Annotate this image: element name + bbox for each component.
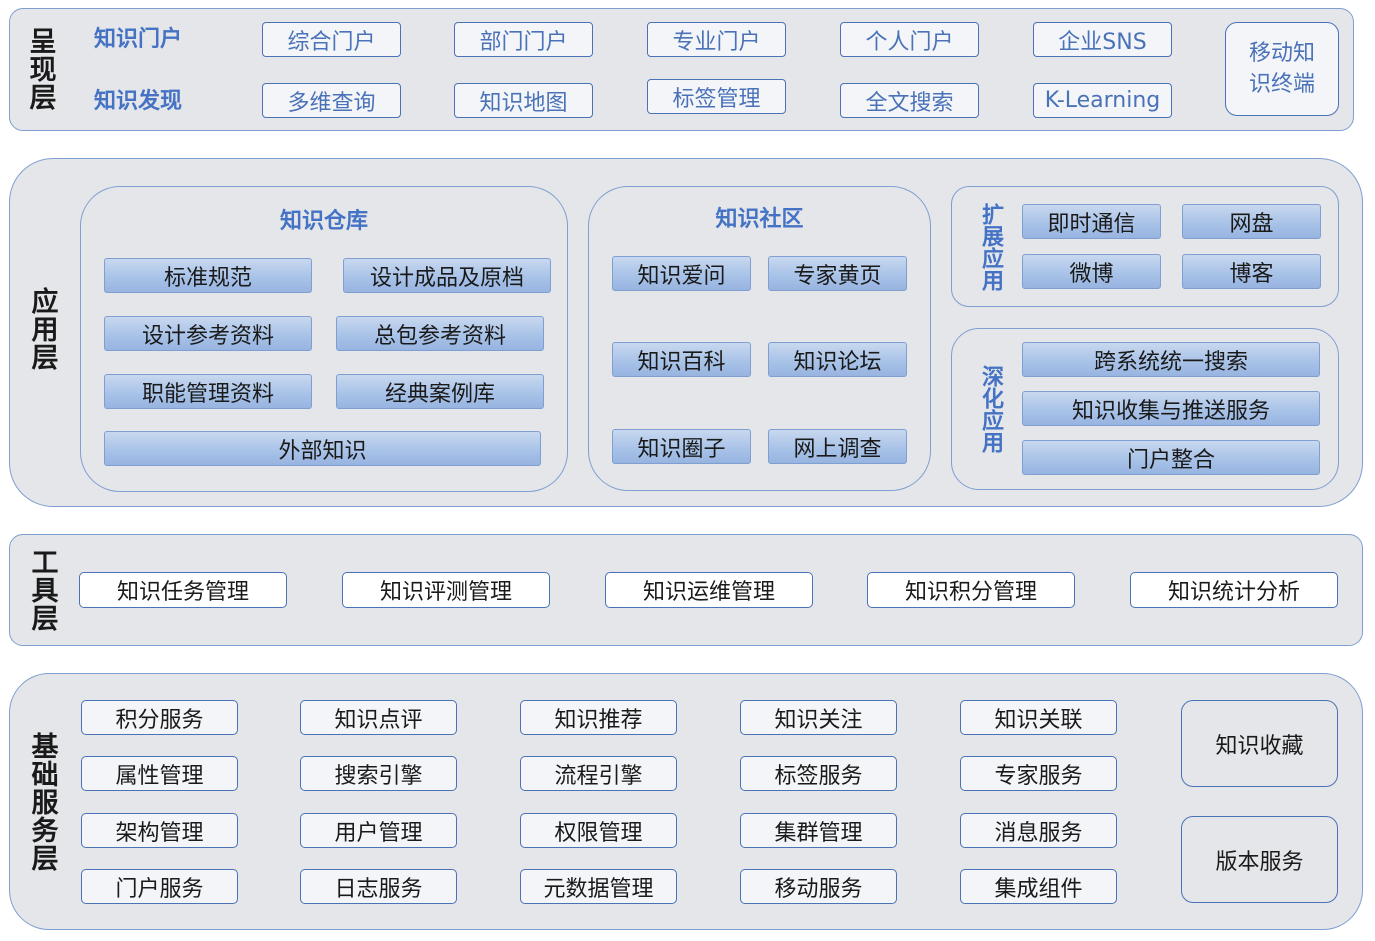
deepening-collection-push-service[interactable]: 知识收集与推送服务	[1022, 391, 1320, 426]
discovery-multidim-query[interactable]: 多维查询	[262, 83, 401, 118]
service-mobile[interactable]: 移动服务	[740, 869, 897, 904]
foundation-layer-title: 基础服务层	[26, 732, 58, 872]
extension-apps-group: 扩展应用 即时通信 网盘 微博 博客	[951, 186, 1339, 307]
warehouse-functional-management[interactable]: 职能管理资料	[104, 374, 312, 409]
deepening-apps-title: 深化应用	[978, 365, 1003, 453]
tools-layer-title: 工具层	[26, 548, 58, 632]
service-version[interactable]: 版本服务	[1181, 816, 1338, 903]
extension-instant-messaging[interactable]: 即时通信	[1022, 204, 1161, 239]
portal-personal[interactable]: 个人门户	[840, 22, 979, 57]
service-cluster-management[interactable]: 集群管理	[740, 813, 897, 848]
service-permission-management[interactable]: 权限管理	[520, 813, 677, 848]
community-online-survey[interactable]: 网上调查	[768, 429, 907, 464]
service-integration-components[interactable]: 集成组件	[960, 869, 1117, 904]
service-workflow-engine[interactable]: 流程引擎	[520, 756, 677, 791]
mobile-knowledge-terminal[interactable]: 移动知识终端	[1225, 22, 1339, 116]
extension-blog[interactable]: 博客	[1182, 254, 1321, 289]
portal-department[interactable]: 部门门户	[454, 22, 593, 57]
service-message[interactable]: 消息服务	[960, 813, 1117, 848]
service-points[interactable]: 积分服务	[81, 700, 238, 735]
knowledge-community-group: 知识社区 知识爱问 专家黄页 知识百科 知识论坛 知识圈子 网上调查	[588, 186, 931, 491]
presentation-layer-title: 呈现层	[24, 27, 56, 111]
service-tag[interactable]: 标签服务	[740, 756, 897, 791]
tool-evaluation-management[interactable]: 知识评测管理	[342, 572, 550, 608]
warehouse-design-deliverables[interactable]: 设计成品及原档	[343, 258, 551, 293]
deepening-portal-integration[interactable]: 门户整合	[1022, 440, 1320, 475]
discovery-k-learning[interactable]: K-Learning	[1033, 83, 1172, 118]
service-knowledge-review[interactable]: 知识点评	[300, 700, 457, 735]
knowledge-portal-label: 知识门户	[94, 27, 183, 52]
service-org-structure[interactable]: 架构管理	[81, 813, 238, 848]
tool-operations-management[interactable]: 知识运维管理	[605, 572, 813, 608]
community-knowledge-ask[interactable]: 知识爱问	[612, 256, 751, 291]
service-portal[interactable]: 门户服务	[81, 869, 238, 904]
extension-weibo[interactable]: 微博	[1022, 254, 1161, 289]
discovery-knowledge-map[interactable]: 知识地图	[454, 83, 593, 118]
service-knowledge-favorites[interactable]: 知识收藏	[1181, 700, 1338, 787]
service-user-management[interactable]: 用户管理	[300, 813, 457, 848]
service-knowledge-association[interactable]: 知识关联	[960, 700, 1117, 735]
service-log[interactable]: 日志服务	[300, 869, 457, 904]
application-layer-title: 应用层	[26, 287, 58, 371]
community-expert-yellow-pages[interactable]: 专家黄页	[768, 256, 907, 291]
tool-statistical-analysis[interactable]: 知识统计分析	[1130, 572, 1338, 608]
portal-enterprise-sns[interactable]: 企业SNS	[1033, 22, 1172, 57]
knowledge-warehouse-group: 知识仓库 标准规范 设计成品及原档 设计参考资料 总包参考资料 职能管理资料 经…	[80, 186, 568, 492]
tools-layer: 工具层 知识任务管理 知识评测管理 知识运维管理 知识积分管理 知识统计分析	[9, 534, 1363, 646]
warehouse-design-reference[interactable]: 设计参考资料	[104, 316, 312, 351]
warehouse-external-knowledge[interactable]: 外部知识	[104, 431, 541, 466]
extension-netdisk[interactable]: 网盘	[1182, 204, 1321, 239]
service-knowledge-recommend[interactable]: 知识推荐	[520, 700, 677, 735]
knowledge-warehouse-title: 知识仓库	[279, 209, 368, 234]
knowledge-community-title: 知识社区	[715, 207, 804, 232]
presentation-layer: 呈现层 知识门户 知识发现 综合门户 部门门户 专业门户 个人门户 企业SNS …	[9, 8, 1354, 131]
warehouse-standards[interactable]: 标准规范	[104, 258, 312, 293]
service-metadata-management[interactable]: 元数据管理	[520, 869, 677, 904]
warehouse-epc-reference[interactable]: 总包参考资料	[336, 316, 544, 351]
foundation-layer: 基础服务层 知识收藏 版本服务 积分服务 知识点评 知识推荐 知识关注 知识关联属性管理…	[9, 673, 1363, 930]
application-layer: 应用层 知识仓库 标准规范 设计成品及原档 设计参考资料 总包参考资料 职能管理…	[9, 158, 1363, 507]
service-knowledge-follow[interactable]: 知识关注	[740, 700, 897, 735]
community-knowledge-forum[interactable]: 知识论坛	[768, 342, 907, 377]
portal-comprehensive[interactable]: 综合门户	[262, 22, 401, 57]
community-knowledge-wiki[interactable]: 知识百科	[612, 342, 751, 377]
discovery-tag-management[interactable]: 标签管理	[647, 79, 786, 114]
tool-points-management[interactable]: 知识积分管理	[867, 572, 1075, 608]
community-knowledge-circle[interactable]: 知识圈子	[612, 429, 751, 464]
service-search-engine[interactable]: 搜索引擎	[300, 756, 457, 791]
warehouse-classic-cases[interactable]: 经典案例库	[336, 374, 544, 409]
deepening-cross-system-search[interactable]: 跨系统统一搜索	[1022, 342, 1320, 377]
extension-apps-title: 扩展应用	[978, 203, 1003, 291]
tool-task-management[interactable]: 知识任务管理	[79, 572, 287, 608]
portal-professional[interactable]: 专业门户	[647, 22, 786, 57]
service-attribute-management[interactable]: 属性管理	[81, 756, 238, 791]
service-expert[interactable]: 专家服务	[960, 756, 1117, 791]
deepening-apps-group: 深化应用 跨系统统一搜索 知识收集与推送服务 门户整合	[951, 328, 1339, 490]
discovery-fulltext-search[interactable]: 全文搜索	[840, 83, 979, 118]
knowledge-discovery-label: 知识发现	[94, 89, 183, 114]
